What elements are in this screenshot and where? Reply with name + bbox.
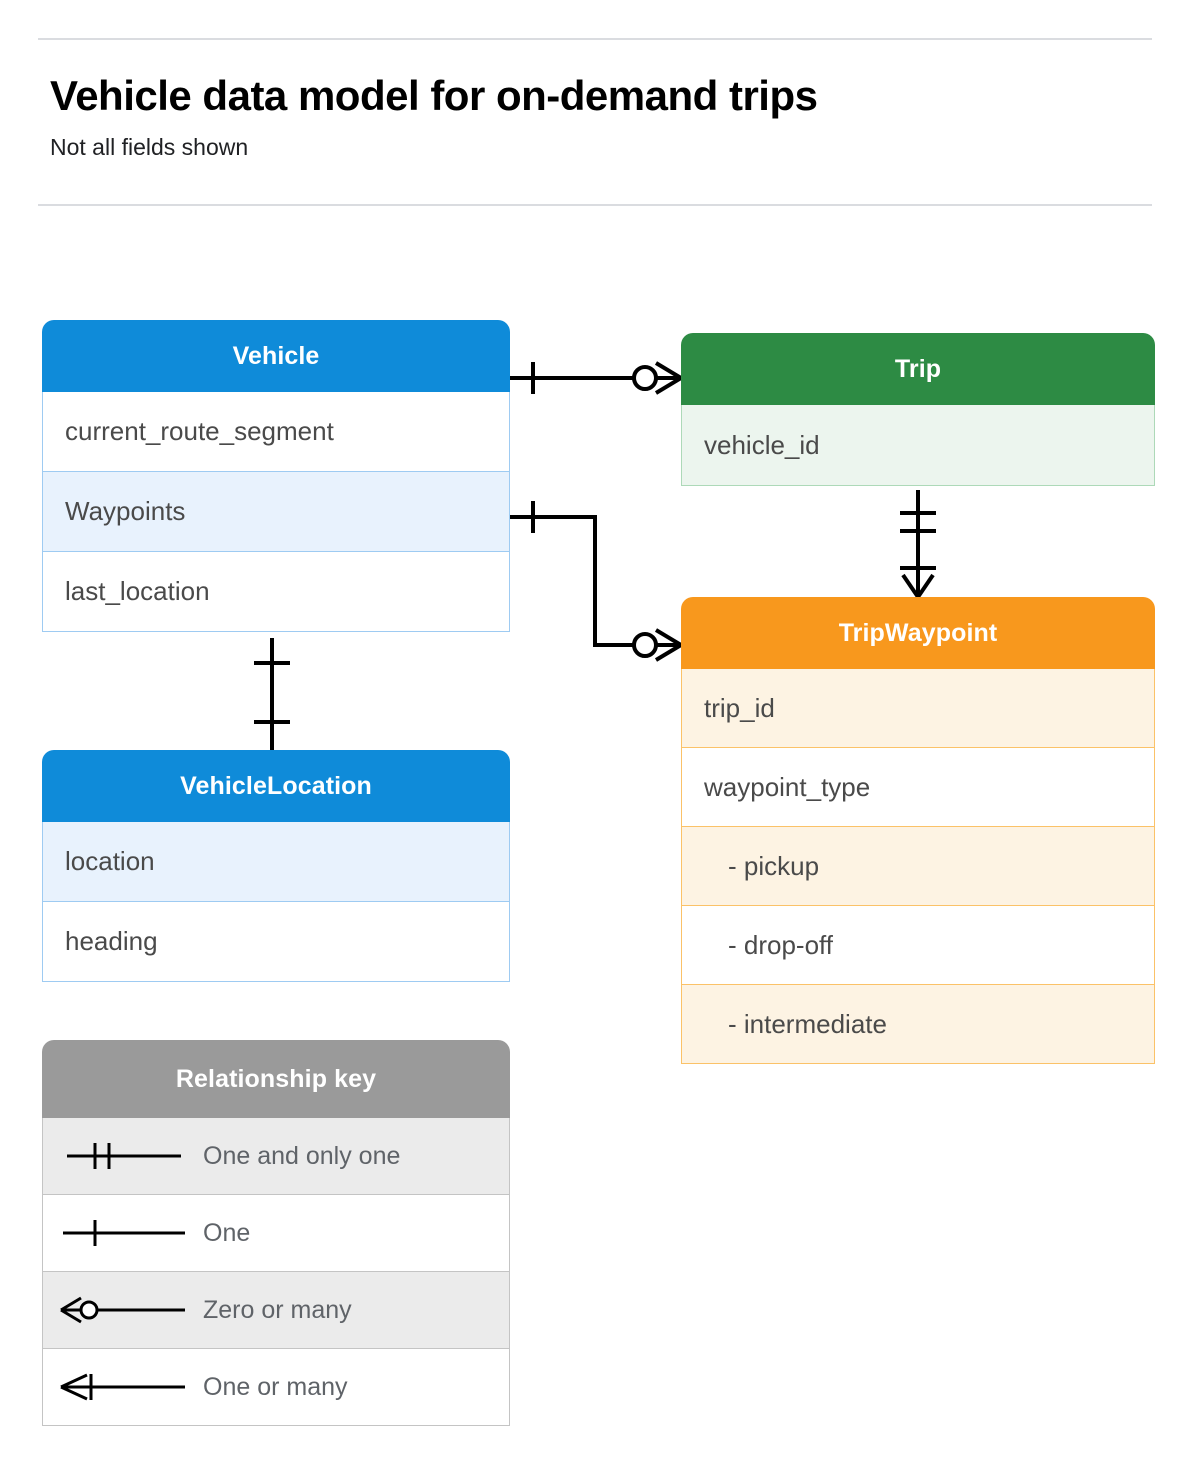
header-divider-top [38,38,1152,40]
entity-vehicle-location-title: VehicleLocation [42,750,510,822]
entity-vehicle-location-field-heading: heading [42,902,510,982]
legend-item-one-and-only-one: One and only one [42,1118,510,1195]
entity-trip-waypoint-enum-drop-off: - drop-off [681,906,1155,985]
entity-trip-waypoint-enum-pickup: - pickup [681,827,1155,906]
legend-item-label: One or many [203,1372,348,1401]
relationship-key-title: Relationship key [42,1040,510,1118]
entity-vehicle-field-last-location: last_location [42,552,510,632]
header-divider-bottom [38,204,1152,206]
entity-vehicle-location[interactable]: VehicleLocation location heading [42,750,510,982]
one-and-only-one-icon [43,1136,203,1176]
entity-vehicle[interactable]: Vehicle current_route_segment Waypoints … [42,320,510,632]
entity-trip-field-vehicle-id: vehicle_id [681,405,1155,486]
entity-trip-waypoint-enum-intermediate: - intermediate [681,985,1155,1064]
entity-trip-waypoint-field-waypoint-type: waypoint_type [681,748,1155,827]
legend-item-label: One and only one [203,1141,401,1170]
relationship-key-legend[interactable]: Relationship key One and only one [42,1040,510,1426]
entity-trip-waypoint-field-trip-id: trip_id [681,669,1155,748]
entity-trip[interactable]: Trip vehicle_id [681,333,1155,486]
one-or-many-icon [43,1367,203,1407]
entity-vehicle-location-field-location: location [42,822,510,902]
entity-trip-title: Trip [681,333,1155,405]
entity-trip-waypoint[interactable]: TripWaypoint trip_id waypoint_type - pic… [681,597,1155,1064]
entity-trip-waypoint-title: TripWaypoint [681,597,1155,669]
legend-item-label: One [203,1218,251,1247]
one-icon [43,1213,203,1253]
entity-vehicle-field-waypoints: Waypoints [42,472,510,552]
page-title: Vehicle data model for on-demand trips [50,72,818,119]
entity-vehicle-title: Vehicle [42,320,510,392]
entity-vehicle-field-current-route-segment: current_route_segment [42,392,510,472]
legend-item-label: Zero or many [203,1295,352,1324]
page-subtitle: Not all fields shown [50,134,249,160]
legend-item-one: One [42,1195,510,1272]
legend-item-zero-or-many: Zero or many [42,1272,510,1349]
zero-or-many-icon [43,1290,203,1330]
legend-item-one-or-many: One or many [42,1349,510,1426]
